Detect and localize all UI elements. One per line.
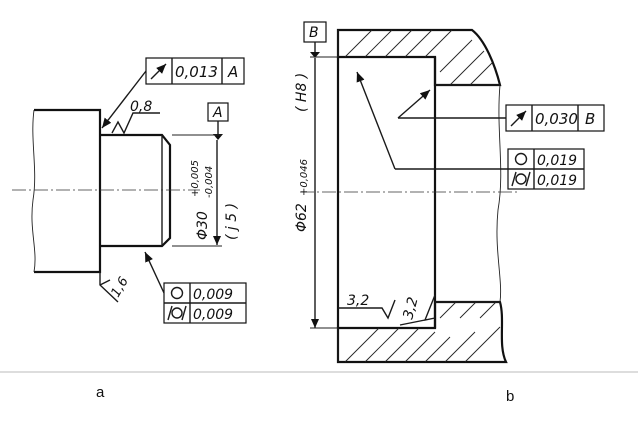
datum-b: B bbox=[303, 21, 327, 58]
roughness-value-0-8: 0,8 bbox=[130, 99, 152, 115]
form-frames-a: 0,009 0,009 bbox=[144, 251, 247, 324]
runout-datum-a: A bbox=[227, 63, 238, 81]
runout-datum-b: B bbox=[585, 110, 595, 128]
form-leader-a bbox=[144, 251, 165, 294]
circularity-icon bbox=[170, 286, 184, 300]
runout-leader-a bbox=[101, 70, 147, 129]
cylindricity-icon-b bbox=[511, 171, 531, 187]
datum-a: A bbox=[207, 102, 229, 140]
circularity-value-b: 0,019 bbox=[537, 153, 577, 169]
housing-top bbox=[336, 28, 502, 87]
runout-arrow-icon-b bbox=[510, 110, 527, 127]
dim-fit-h8: ( H8 ) bbox=[294, 73, 310, 112]
cylindricity-icon bbox=[167, 305, 187, 321]
runout-frame-a: 0,013 A bbox=[101, 57, 245, 129]
dim-upper-a: +0,005 bbox=[190, 160, 201, 197]
dim-fit-j5: ( j 5 ) bbox=[224, 203, 240, 240]
form-leader-b bbox=[356, 71, 396, 170]
roughness-bottom-a: 1,6 bbox=[99, 272, 132, 303]
shaft-shoulder bbox=[34, 108, 102, 274]
runout-value-a: 0,013 bbox=[175, 63, 218, 81]
roughness-value-left: 3,2 bbox=[347, 293, 369, 309]
cylindricity-value-b: 0,019 bbox=[537, 173, 577, 189]
datum-b-label: B bbox=[309, 25, 319, 41]
panel-a: 0,013 A 0,8 A Φ30 +0,005 -0,004 ( j 5 ) bbox=[12, 57, 247, 324]
runout-arrow-icon bbox=[150, 63, 167, 80]
circularity-icon-b bbox=[514, 152, 528, 166]
hatching-top bbox=[344, 29, 493, 86]
runout-value-b: 0,030 bbox=[535, 110, 578, 128]
roughness-left-b: 3,2 bbox=[338, 293, 396, 320]
roughness-value-right: 3,2 bbox=[400, 295, 421, 321]
cylindricity-value-a: 0,009 bbox=[193, 307, 233, 323]
break-line bbox=[31, 109, 36, 273]
datum-a-label: A bbox=[212, 105, 223, 121]
hatching-bottom bbox=[344, 301, 501, 363]
shaft-journal bbox=[100, 133, 172, 248]
caption-a: a bbox=[96, 384, 105, 401]
runout-leader-b bbox=[397, 89, 431, 119]
circularity-value-a: 0,009 bbox=[193, 287, 233, 303]
housing-bottom bbox=[336, 300, 508, 364]
roughness-top-a: 0,8 bbox=[111, 99, 160, 135]
panel-b: B Φ62 +0,046 ( H8 ) 0,030 B bbox=[294, 21, 605, 364]
dim-phi62: Φ62 bbox=[294, 203, 310, 232]
dim-upper-b: +0,046 bbox=[299, 159, 310, 196]
dim-phi30: Φ30 bbox=[195, 211, 211, 240]
caption-b: b bbox=[506, 388, 514, 405]
dim-lower-a: -0,004 bbox=[204, 166, 215, 198]
runout-frame-b: 0,030 B bbox=[397, 89, 605, 132]
roughness-right-b: 3,2 bbox=[399, 294, 436, 326]
form-frames-b: 0,019 0,019 bbox=[356, 71, 585, 190]
